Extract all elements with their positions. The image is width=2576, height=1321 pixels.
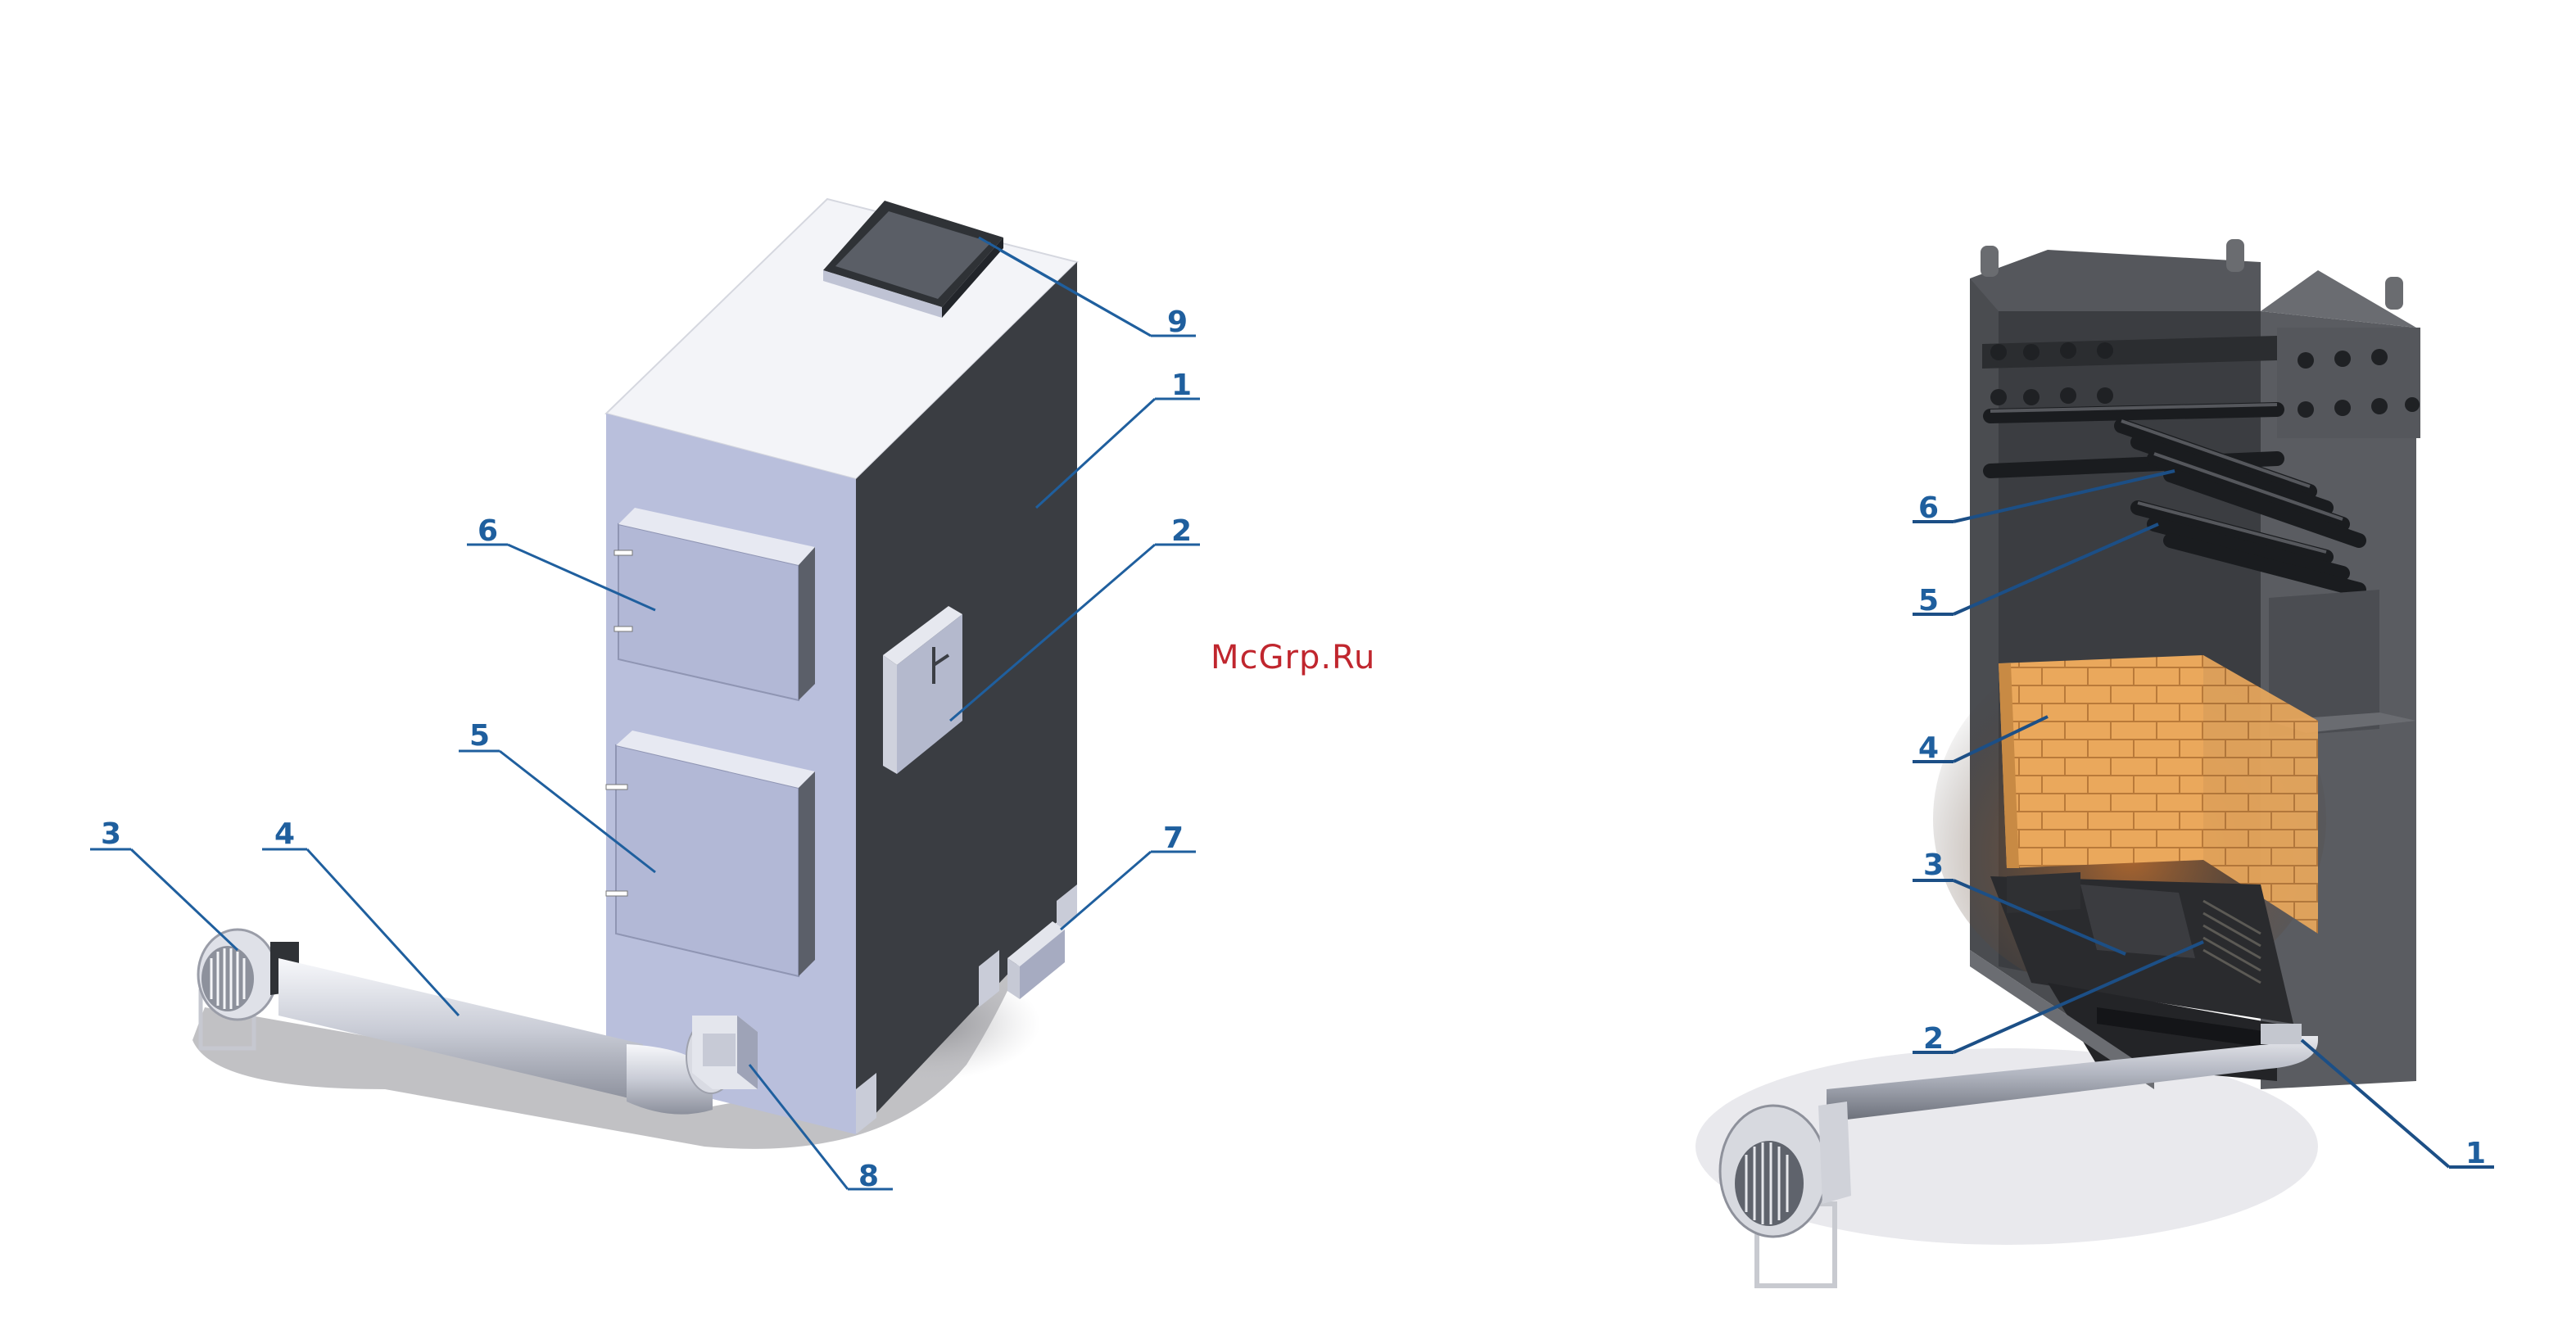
cutaway-callout-6: 6 <box>1918 491 1939 525</box>
cutaway-callout-2: 2 <box>1923 1022 1944 1056</box>
callout-6: 6 <box>478 514 498 548</box>
callout-2: 2 <box>1171 514 1192 548</box>
boiler-external-view: 9 1 2 6 5 3 4 7 8 <box>90 199 1200 1193</box>
cutaway-callout-1: 1 <box>2465 1137 2486 1170</box>
callout-8: 8 <box>858 1160 879 1193</box>
callout-4: 4 <box>274 817 295 851</box>
callout-7: 7 <box>1163 821 1184 855</box>
callout-1: 1 <box>1171 369 1192 402</box>
callout-3: 3 <box>101 817 121 851</box>
lower-door <box>606 731 815 976</box>
cutaway-callout-4: 4 <box>1918 731 1939 765</box>
cutaway-callout-3: 3 <box>1923 848 1944 882</box>
watermark: McGrp.Ru <box>1211 639 1375 676</box>
cutaway-callout-5: 5 <box>1918 584 1939 618</box>
callout-5: 5 <box>469 719 490 753</box>
inlet-connector <box>692 1016 758 1089</box>
boiler-cutaway-view: 6 5 4 3 2 1 <box>1695 239 2494 1286</box>
callout-9: 9 <box>1167 305 1188 339</box>
